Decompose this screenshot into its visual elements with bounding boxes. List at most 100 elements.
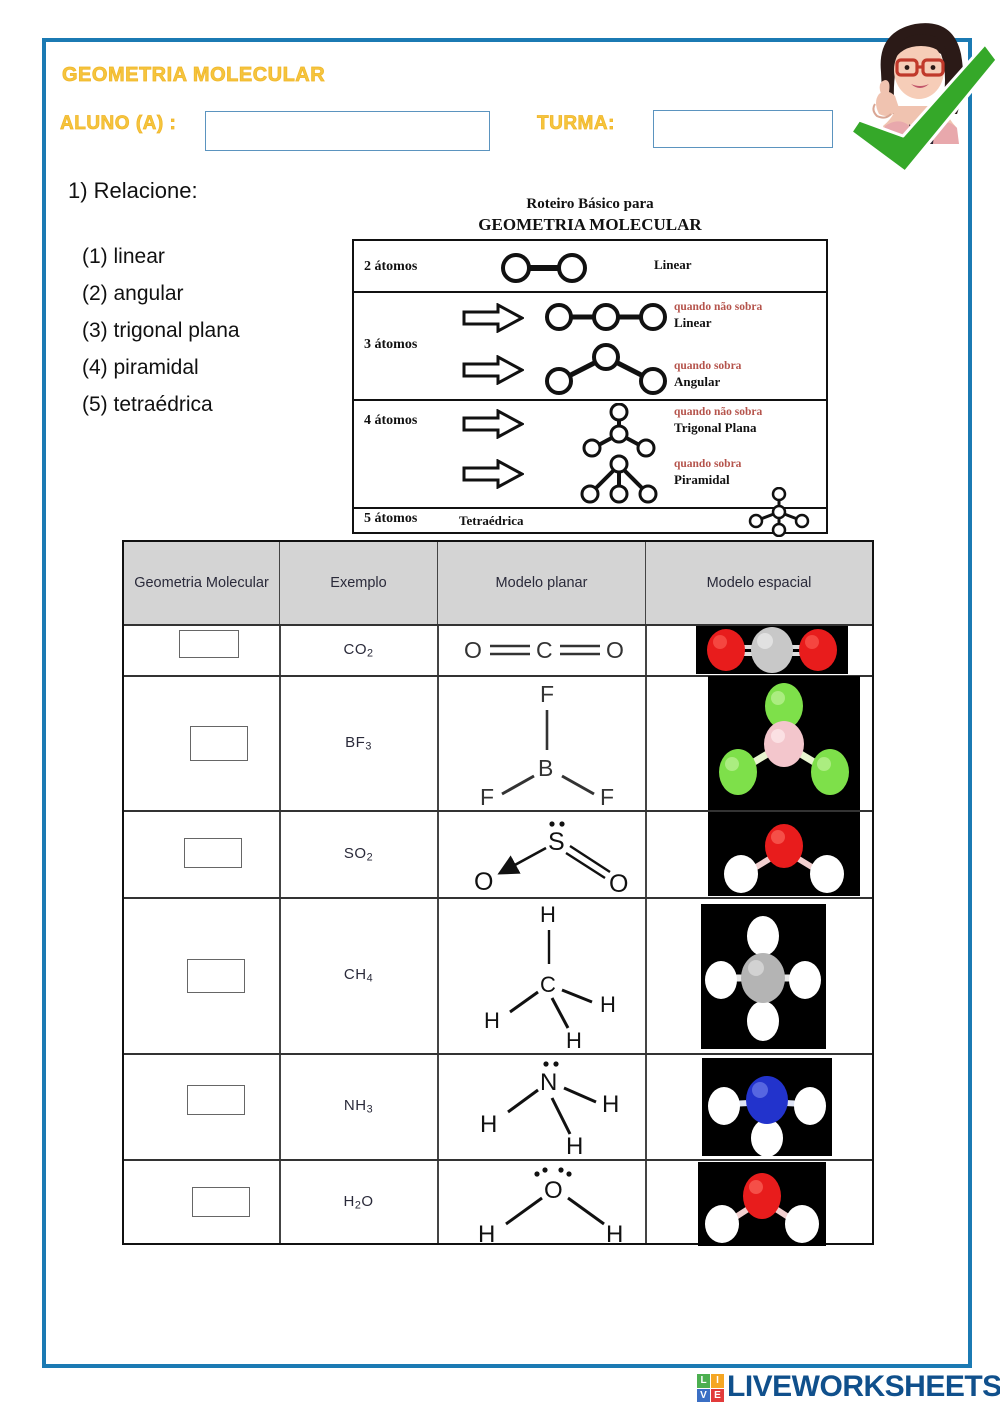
diagram-2-atoms: [501, 253, 587, 283]
column-divider: [437, 542, 439, 1243]
row-divider: [124, 624, 872, 626]
reference-result-name: Linear: [674, 315, 712, 330]
reference-result: Tetraédrica: [459, 513, 524, 528]
reference-row-4-atoms: 4 átomos quando não sobra Trigonal Plana: [354, 401, 826, 509]
logo-letter-e: E: [711, 1388, 724, 1402]
formula-h2o: H2O: [343, 1193, 374, 1212]
row-divider: [124, 675, 872, 677]
answer-input-nh3[interactable]: [187, 1085, 245, 1115]
reference-title-line2: GEOMETRIA MOLECULAR: [478, 215, 702, 234]
planar-model-nh3: N H H H: [480, 1061, 619, 1158]
arrow-right-icon: [462, 303, 524, 333]
column-divider: [872, 542, 874, 1243]
diagram-3-atoms-angular: [545, 343, 667, 395]
spatial-model-co2: [696, 626, 848, 674]
example-cell-co2: CO2: [280, 625, 437, 675]
diagram-4-atoms-pyramidal: [580, 454, 658, 504]
column-divider: [279, 542, 281, 1243]
class-label: TURMA:: [537, 113, 615, 135]
diagram-4-atoms-trigonal: [582, 403, 656, 458]
reference-result: quando não sobra Linear: [674, 300, 762, 330]
answer-input-so2[interactable]: [184, 838, 242, 868]
table-header-example: Exemplo: [280, 542, 437, 624]
formula-bf3: BF3: [345, 733, 372, 753]
svg-text:B: B: [538, 755, 553, 781]
reference-result-name: Trigonal Plana: [674, 420, 757, 435]
option-item-4: (4) piramidal: [82, 356, 199, 379]
planar-model-ch4: H C H H H: [484, 902, 616, 1050]
svg-text:F: F: [540, 681, 554, 707]
reference-result-name: Angular: [674, 374, 721, 389]
row-divider: [124, 897, 872, 899]
option-item-1: (1) linear: [82, 245, 165, 268]
svg-text:C: C: [540, 972, 556, 997]
reference-figure: Roteiro Básico para GEOMETRIA MOLECULAR …: [352, 196, 828, 537]
answer-input-co2[interactable]: [179, 630, 239, 658]
svg-text:O: O: [474, 868, 493, 896]
svg-text:H: H: [540, 902, 556, 927]
class-input[interactable]: [653, 110, 833, 148]
liveworksheets-footer: L I V E LIVEWORKSHEETS: [697, 1370, 1000, 1410]
example-cell-bf3: BF3: [280, 676, 437, 810]
reference-result-condition: quando não sobra: [674, 301, 763, 313]
green-check-icon: [849, 42, 999, 174]
formula-ch4: CH4: [343, 966, 374, 985]
svg-text:H: H: [606, 1221, 623, 1244]
svg-text:H: H: [478, 1221, 495, 1244]
arrow-right-icon: [462, 409, 524, 439]
planar-model-so2: S O O: [474, 821, 628, 896]
formula-co2: CO2: [343, 640, 374, 660]
planar-model-h2o: O H H: [478, 1167, 623, 1244]
reference-row-label: 2 átomos: [364, 259, 418, 274]
example-cell-ch4: CH4: [280, 898, 437, 1053]
diagram-3-atoms-linear: [545, 303, 667, 331]
answer-input-h2o[interactable]: [192, 1187, 250, 1217]
table-header-planar: Modelo planar: [438, 542, 645, 624]
spatial-model-ch4: [701, 904, 826, 1049]
svg-text:H: H: [602, 1091, 619, 1118]
answer-input-ch4[interactable]: [187, 959, 245, 993]
student-name-input[interactable]: [205, 111, 490, 151]
svg-text:O: O: [609, 870, 628, 896]
options-list: (1) linear (2) angular (3) trigonal plan…: [82, 238, 240, 423]
svg-text:O: O: [606, 637, 624, 663]
svg-text:N: N: [540, 1069, 557, 1096]
question-prompt: 1) Relacione:: [68, 178, 198, 203]
reference-row-label: 5 átomos: [364, 511, 418, 526]
svg-text:O: O: [544, 1177, 563, 1204]
student-name-label: ALUNO (A) :: [60, 113, 177, 135]
spatial-model-h2o: [698, 1162, 826, 1246]
reference-title-line1: Roteiro Básico para: [526, 196, 654, 212]
svg-text:C: C: [536, 637, 553, 663]
reference-row-label: 3 átomos: [364, 337, 418, 352]
svg-text:H: H: [566, 1028, 582, 1050]
diagram-5-atoms-tetrahedral: [748, 487, 810, 537]
reference-result-name: Tetraédrica: [459, 513, 524, 528]
reference-row-5-atoms: 5 átomos Tetraédrica: [354, 487, 826, 537]
row-divider: [124, 1159, 872, 1161]
reference-result-name: Linear: [654, 257, 692, 272]
svg-text:O: O: [464, 637, 482, 663]
spatial-model-bf3: [708, 676, 860, 810]
svg-text:F: F: [600, 784, 614, 806]
table-header-spatial: Modelo espacial: [646, 542, 872, 624]
spatial-model-so2: [708, 812, 860, 896]
svg-text:H: H: [600, 992, 616, 1017]
reference-row-3-atoms: 3 átomos quando não sobra Linear: [354, 293, 826, 401]
reference-result-condition: quando não sobra: [674, 406, 763, 418]
arrow-right-icon: [462, 355, 524, 385]
logo-letter-v: V: [697, 1388, 710, 1402]
geometry-table: Geometria Molecular Exemplo Modelo plana…: [122, 540, 874, 1246]
example-cell-nh3: NH3: [280, 1054, 437, 1159]
answer-input-bf3[interactable]: [190, 726, 248, 761]
svg-text:H: H: [566, 1133, 583, 1158]
option-item-5: (5) tetraédrica: [82, 393, 213, 416]
example-cell-so2: SO2: [280, 811, 437, 897]
arrow-right-icon: [462, 459, 524, 489]
logo-letter-i: I: [711, 1374, 724, 1388]
svg-text:F: F: [480, 784, 494, 806]
formula-so2: SO2: [343, 844, 374, 864]
reference-result-condition: quando sobra: [674, 458, 742, 470]
reference-result: quando não sobra Trigonal Plana: [674, 405, 762, 435]
liveworksheets-brand-text: LIVEWORKSHEETS: [727, 1370, 1000, 1403]
